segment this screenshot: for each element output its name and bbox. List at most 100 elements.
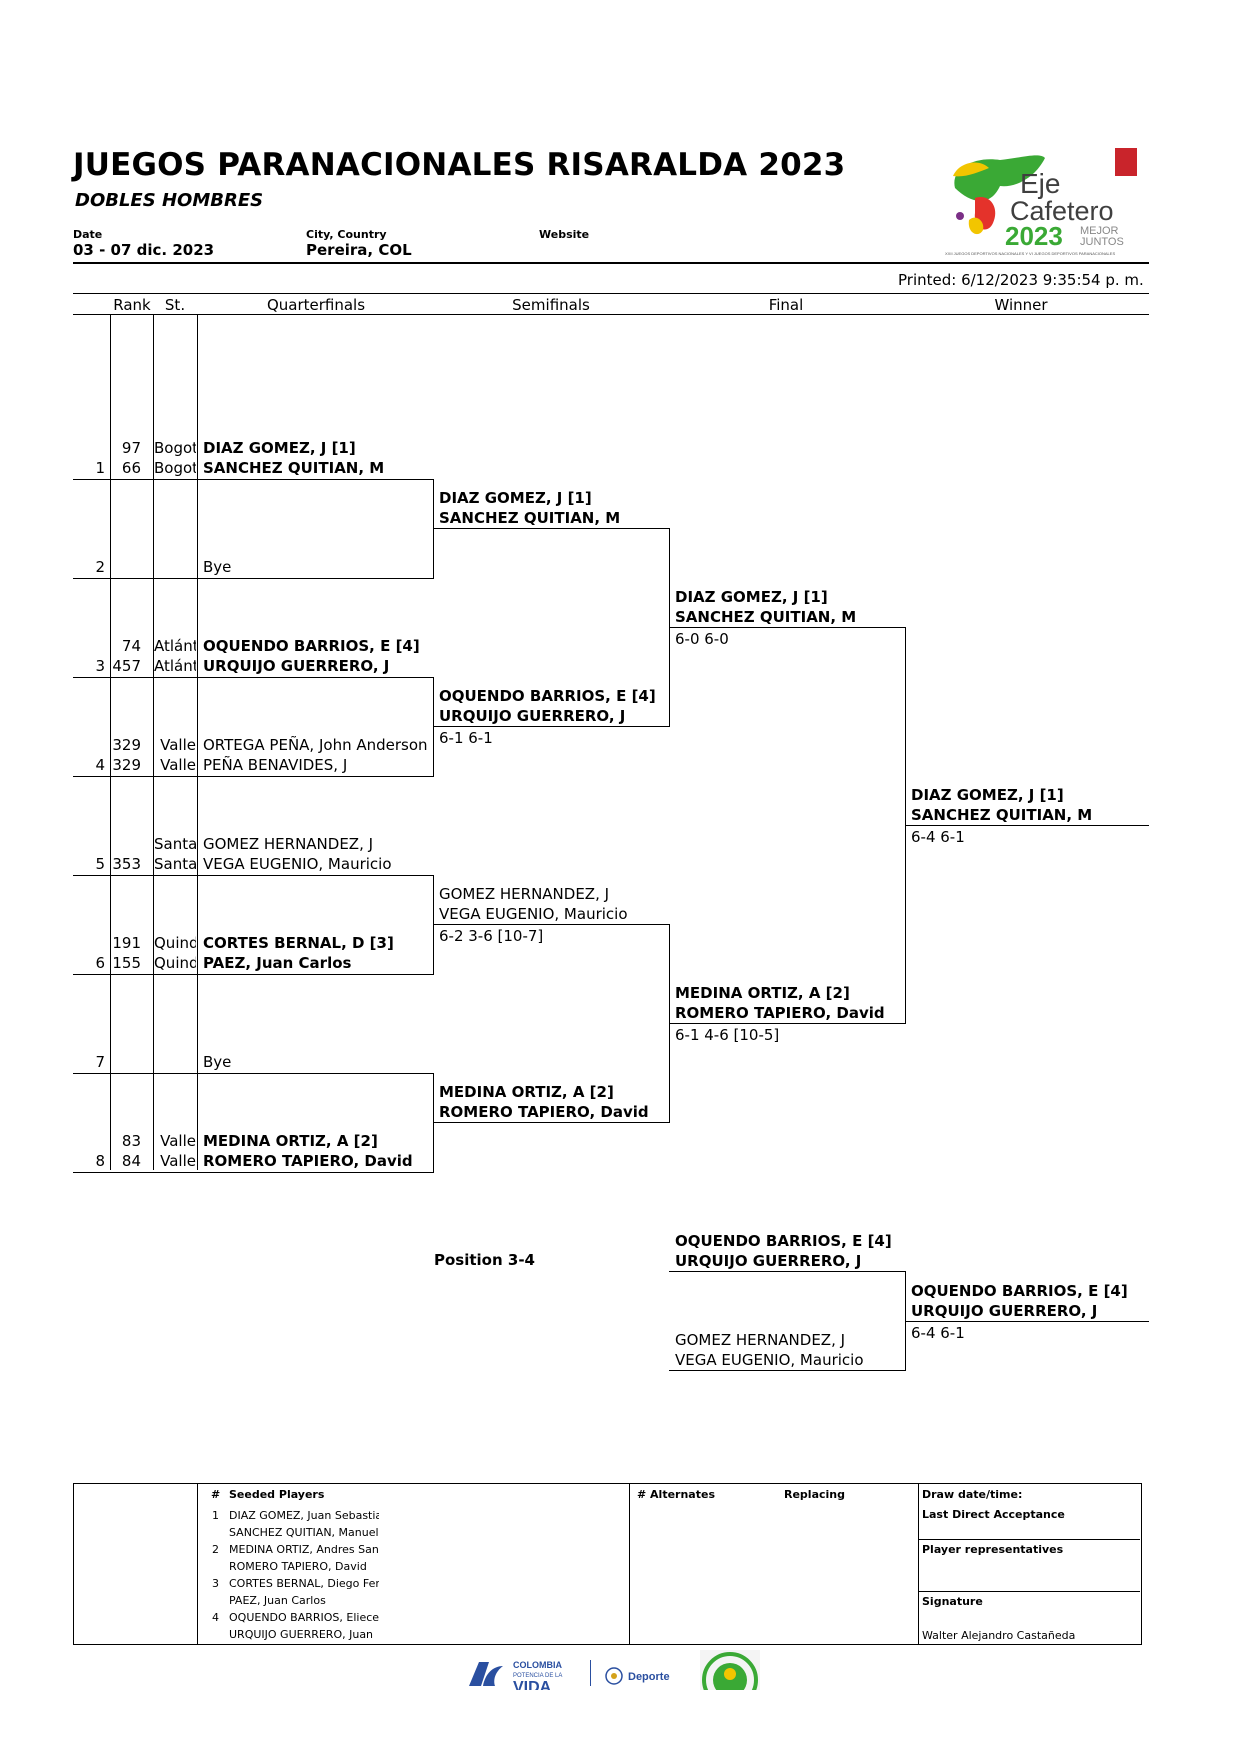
rank: 83: [121, 1132, 141, 1150]
sf-score: 6-2 3-6 [10-7]: [439, 927, 544, 945]
player-name: URQUIJO GUERRERO, J: [203, 657, 390, 675]
logo-fine-print: XXII JUEGOS DEPORTIVOS NACIONALES Y VI J…: [945, 251, 1115, 256]
sf-player: OQUENDO BARRIOS, E [4]: [439, 687, 656, 705]
sponsor-divider: [590, 1660, 591, 1686]
final-score: 6-0 6-0: [675, 630, 729, 648]
bracket-line: [669, 1370, 906, 1371]
footer-divider: [918, 1591, 1140, 1592]
sf-player: MEDINA ORTIZ, A [2]: [439, 1083, 614, 1101]
bracket-line: [73, 578, 434, 579]
bracket-line: [905, 1321, 1149, 1322]
col-semifinals: Semifinals: [512, 296, 590, 314]
col-final: Final: [768, 296, 804, 314]
player-name: VEGA EUGENIO, Mauricio: [203, 855, 392, 873]
player-name: OQUENDO BARRIOS, E [4]: [203, 637, 420, 655]
rank: 353: [112, 855, 141, 873]
logo-tag1: MEJOR: [1080, 225, 1119, 237]
col-rank: Rank: [113, 296, 151, 314]
seed-player: OQUENDO BARRIOS, Eliecer: [229, 1611, 379, 1624]
seed-player: URQUIJO GUERRERO, Juan: [229, 1628, 374, 1641]
rank: 155: [112, 954, 141, 972]
deporte-logo: Deporte: [604, 1664, 684, 1688]
draw-position: 4: [95, 756, 105, 774]
bye: Bye: [203, 558, 232, 576]
bracket-line: [433, 528, 670, 529]
seeded-title: Seeded Players: [229, 1488, 325, 1501]
city-value: Pereira, COL: [306, 241, 412, 259]
seed-number: 1: [212, 1509, 219, 1522]
column-header-top-rule: [73, 293, 1149, 294]
bracket-line: [73, 1073, 434, 1074]
colombia-text: COLOMBIA: [513, 1660, 562, 1670]
last-direct-acceptance-label: Last Direct Acceptance: [922, 1508, 1065, 1521]
col-st: St.: [164, 296, 186, 314]
state: Quindío: [154, 954, 196, 972]
player-name: MEDINA ORTIZ, A [2]: [203, 1132, 378, 1150]
seed-number: 3: [212, 1577, 219, 1590]
winner-player: DIAZ GOMEZ, J [1]: [911, 786, 1064, 804]
player-name: CORTES BERNAL, D [3]: [203, 934, 394, 952]
draw-position: 3: [95, 657, 105, 675]
colombia-potencia-logo: COLOMBIA POTENCIA DE LA VIDA: [467, 1656, 577, 1690]
final-player: SANCHEZ QUITIAN, M: [675, 608, 857, 626]
bracket-line: [73, 677, 434, 678]
grid-line: [197, 314, 198, 1170]
final-player: MEDINA ORTIZ, A [2]: [675, 984, 850, 1002]
event-subtitle: DOBLES HOMBRES: [75, 190, 264, 211]
bracket-line: [433, 677, 434, 777]
footer-divider: [918, 1483, 919, 1644]
seed-player: DIAZ GOMEZ, Juan Sebastian: [229, 1509, 379, 1522]
third-place-winner: OQUENDO BARRIOS, E [4]: [911, 1282, 1128, 1300]
rank: 329: [112, 756, 141, 774]
draw-position: 7: [95, 1053, 105, 1071]
bracket-line: [73, 479, 434, 480]
sf-player: URQUIJO GUERRERO, J: [439, 707, 626, 725]
sf-player: DIAZ GOMEZ, J [1]: [439, 489, 592, 507]
logo-cafetero: Cafetero: [1010, 196, 1114, 226]
col-quarterfinals: Quarterfinals: [266, 296, 366, 314]
state: Valle: [160, 1132, 196, 1150]
draw-position: 6: [95, 954, 105, 972]
column-header-bottom-rule: [73, 314, 1149, 315]
bracket-line: [433, 1073, 434, 1173]
footer-divider: [918, 1539, 1140, 1540]
draw-position: 1: [95, 459, 105, 477]
draw-position: 5: [95, 855, 105, 873]
bracket-line: [669, 1023, 906, 1024]
alternates-title: # Alternates: [637, 1488, 715, 1501]
bracket-line: [73, 776, 434, 777]
state: Santander: [154, 835, 196, 853]
logo-year: 2023: [1005, 221, 1063, 251]
bracket-line: [433, 726, 670, 727]
website-label: Website: [539, 228, 590, 241]
seed-number: 4: [212, 1611, 219, 1624]
player-representatives-label: Player representatives: [922, 1543, 1064, 1556]
winner-player: SANCHEZ QUITIAN, M: [911, 806, 1093, 824]
state: Valle: [160, 736, 196, 754]
draw-position: 2: [95, 558, 105, 576]
signer-name: Walter Alejandro Castañeda: [922, 1629, 1076, 1642]
bracket-line: [433, 924, 670, 925]
bracket-line: [433, 479, 434, 579]
seeded-hash: #: [211, 1488, 221, 1501]
bracket-line: [73, 875, 434, 876]
sf-player: VEGA EUGENIO, Mauricio: [439, 905, 628, 923]
seed-player: CORTES BERNAL, Diego Fernando: [229, 1577, 379, 1590]
third-place-player: GOMEZ HERNANDEZ, J: [675, 1331, 846, 1349]
logo-eje: Eje: [1020, 168, 1060, 199]
sf-score: 6-1 6-1: [439, 729, 493, 747]
sf-player: ROMERO TAPIERO, David: [439, 1103, 649, 1121]
position-3-4-label: Position 3-4: [434, 1251, 535, 1269]
player-name: DIAZ GOMEZ, J [1]: [203, 439, 356, 457]
footer-table: [73, 1483, 1142, 1645]
draw-datetime-label: Draw date/time:: [922, 1488, 1023, 1501]
draw-position: 8: [95, 1152, 105, 1170]
logo-tag2: JUNTOS: [1080, 236, 1124, 248]
state: Atlántico: [154, 657, 196, 675]
seed-player: PAEZ, Juan Carlos: [229, 1594, 326, 1607]
replacing-title: Replacing: [784, 1488, 845, 1501]
date-label: Date: [73, 228, 103, 241]
seed-player: ROMERO TAPIERO, David: [229, 1560, 367, 1573]
state: Santander: [154, 855, 196, 873]
bracket-line: [905, 825, 1149, 826]
